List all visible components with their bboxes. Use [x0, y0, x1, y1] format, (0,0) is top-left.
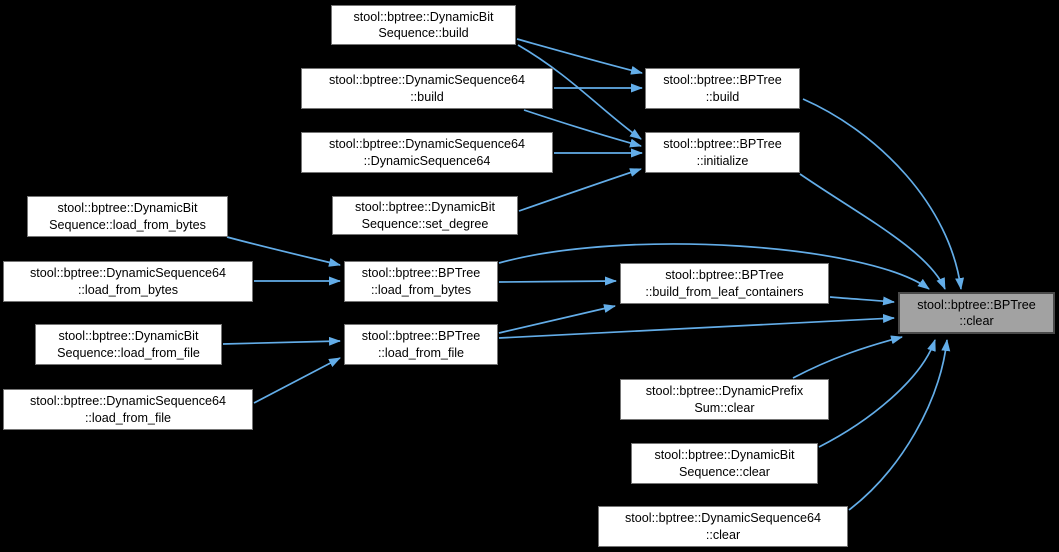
call-edge-dps-clear-to-bp-clear [792, 335, 903, 379]
graph-node-dbs-lff[interactable]: stool::bptree::DynamicBit Sequence::load… [35, 324, 222, 365]
graph-node-ds64-ctor[interactable]: stool::bptree::DynamicSequence64 ::Dynam… [301, 132, 553, 173]
graph-node-dbs-build[interactable]: stool::bptree::DynamicBit Sequence::buil… [331, 5, 516, 45]
graph-node-ds64-lfb[interactable]: stool::bptree::DynamicSequence64 ::load_… [3, 261, 253, 302]
call-edge-bp-init-to-bp-clear [799, 173, 946, 290]
call-edge-dbs-clear-to-bp-clear [818, 339, 936, 448]
call-edge-dbs-lfb-to-bp-lfb [226, 236, 341, 267]
graph-node-ds64-lff[interactable]: stool::bptree::DynamicSequence64 ::load_… [3, 389, 253, 430]
call-edge-ds64-lff-to-bp-lff [253, 357, 341, 404]
graph-node-ds64-clear[interactable]: stool::bptree::DynamicSequence64 ::clear [598, 506, 848, 547]
graph-node-ds64-build[interactable]: stool::bptree::DynamicSequence64 ::build [301, 68, 553, 109]
call-edge-dbs-set-degree-to-bp-init [518, 168, 642, 212]
graph-node-bp-init[interactable]: stool::bptree::BPTree ::initialize [645, 132, 800, 173]
graph-node-dbs-set-degree[interactable]: stool::bptree::DynamicBit Sequence::set_… [332, 196, 518, 235]
graph-node-bp-bflc[interactable]: stool::bptree::BPTree ::build_from_leaf_… [620, 263, 829, 304]
call-edge-bp-bflc-to-bp-clear [829, 296, 895, 306]
graph-node-dbs-lfb[interactable]: stool::bptree::DynamicBit Sequence::load… [27, 196, 228, 237]
graph-node-bp-clear: stool::bptree::BPTree ::clear [898, 292, 1055, 334]
call-edge-bp-lff-to-bp-bflc [498, 304, 616, 334]
call-edge-dbs-build-to-bp-init [517, 44, 642, 140]
graph-node-bp-lff[interactable]: stool::bptree::BPTree ::load_from_file [344, 324, 498, 365]
graph-node-dbs-clear[interactable]: stool::bptree::DynamicBit Sequence::clea… [631, 443, 818, 484]
call-edge-ds64-build-to-bp-init [523, 109, 642, 148]
graph-node-bp-lfb[interactable]: stool::bptree::BPTree ::load_from_bytes [344, 261, 498, 302]
call-edge-bp-build-to-bp-clear [802, 98, 965, 290]
call-edge-bp-lfb-to-bp-clear [498, 243, 930, 290]
call-edge-dbs-lff-to-bp-lff [222, 336, 341, 346]
call-edge-ds64-clear-to-bp-clear [848, 339, 951, 511]
graph-node-bp-build[interactable]: stool::bptree::BPTree ::build [645, 68, 800, 109]
call-edge-bp-lfb-to-bp-bflc [498, 276, 617, 286]
call-edge-bp-lff-to-bp-clear [498, 313, 895, 339]
graph-node-dps-clear[interactable]: stool::bptree::DynamicPrefix Sum::clear [620, 379, 829, 420]
call-edge-dbs-build-to-bp-build [516, 38, 643, 75]
